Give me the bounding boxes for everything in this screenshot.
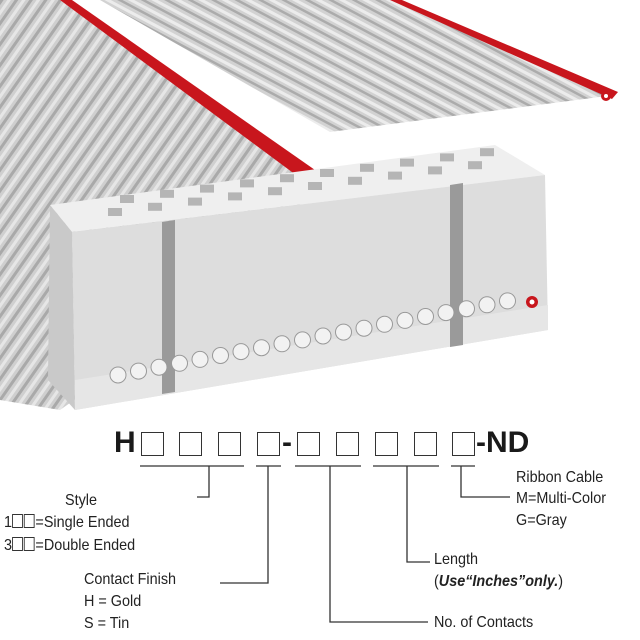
contact-finish-tin: S = Tin (84, 615, 130, 632)
contact-cavity (240, 179, 254, 188)
wire-end (212, 347, 229, 364)
leader-lines (140, 465, 510, 623)
wire-end (109, 366, 127, 384)
contact-cavity (480, 148, 494, 157)
wire-end (499, 292, 516, 310)
contact-cavity (228, 192, 242, 201)
length-digit-box (414, 432, 437, 456)
contacts-digit-box (336, 432, 359, 456)
part-number-dash: - (282, 426, 292, 459)
contact-finish-gold: H = Gold (84, 593, 142, 610)
length-title: Length (434, 551, 479, 568)
wire-end (417, 308, 434, 325)
contact-cavity (108, 208, 122, 216)
wire-end (478, 296, 496, 314)
contact-cavity (428, 166, 442, 175)
contact-cavity (148, 202, 162, 211)
wire-end (396, 311, 414, 329)
contact-cavity (440, 153, 454, 162)
idc-connector (48, 145, 548, 410)
contact-cavity (160, 189, 174, 198)
contacts-digit-box (297, 432, 320, 456)
style-digit-box (218, 432, 241, 456)
wire-end (130, 362, 147, 380)
contact-finish-box (257, 432, 280, 456)
contact-cavity (348, 176, 362, 185)
style-option-double: 3=Double Ended (4, 537, 136, 554)
ribbon-multi-color: M=Multi-Color (516, 490, 607, 507)
wire-end (273, 335, 291, 353)
wire-end (437, 304, 455, 322)
wire-end (355, 319, 373, 337)
contact-cavity (308, 182, 322, 190)
wire-end (191, 350, 209, 368)
ribbon-title: Ribbon Cable (516, 469, 604, 486)
part-number-suffix: -ND (476, 426, 530, 459)
wire-end (253, 339, 270, 357)
contacts-title: No. of Contacts (434, 614, 534, 631)
ribbon-cable-right (100, 0, 618, 132)
style-title: Style (65, 492, 98, 509)
wire-end (314, 327, 332, 345)
contact-cavity (188, 197, 202, 206)
wire-end (376, 315, 393, 333)
part-number-prefix: H (114, 426, 136, 459)
contact-cavity (400, 158, 414, 167)
length-digit-box (375, 432, 398, 456)
wire-end (232, 343, 250, 361)
contact-cavity (280, 174, 294, 183)
ribbon-gray: G=Gray (516, 512, 567, 529)
contact-cavity (320, 169, 334, 177)
contact-finish-title: Contact Finish (84, 571, 177, 588)
contact-cavity (268, 187, 282, 196)
ribbon-type-box (452, 432, 475, 456)
contact-cavity (388, 171, 402, 180)
contact-cavity (200, 184, 214, 193)
contact-cavity (360, 163, 374, 172)
style-digit-box (179, 432, 202, 456)
wire-end (335, 323, 352, 341)
style-option-single: 1=Single Ended (4, 514, 130, 531)
wire-end (150, 358, 168, 376)
wire-end (458, 300, 475, 318)
wire-end (171, 354, 188, 372)
contact-cavity (468, 161, 482, 170)
style-digit-box (141, 432, 164, 456)
wire-end (294, 331, 311, 349)
contact-cavity (120, 195, 134, 203)
length-note: (Use“Inches”only.) (434, 573, 564, 590)
